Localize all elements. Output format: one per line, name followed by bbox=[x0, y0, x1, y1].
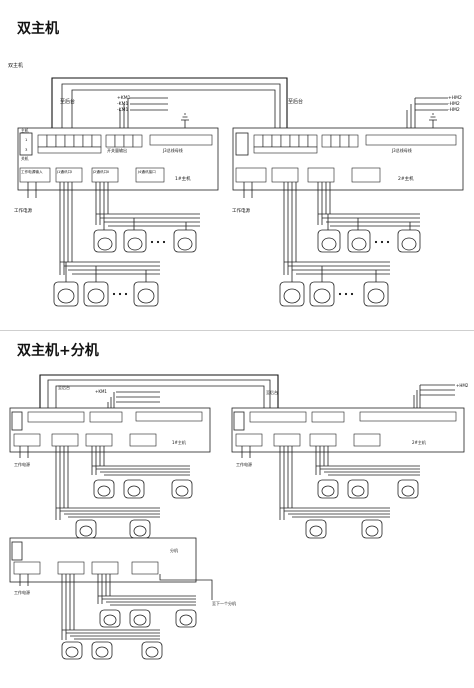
s2-host-name-left: 1#主机 bbox=[172, 439, 186, 445]
bus-row-1-right bbox=[318, 213, 420, 227]
side-label-4: 关机 bbox=[21, 156, 29, 161]
host-unit-right: 至后台 +HM2 -HM2 -HM2 J3总线母线 2#主机 工作电源 bbox=[232, 95, 464, 275]
side-label-1: 主机 bbox=[21, 128, 29, 133]
sensor-row-2-right bbox=[279, 262, 389, 307]
ground-icon bbox=[181, 113, 189, 121]
power-input-box-right bbox=[235, 167, 267, 183]
side-switch bbox=[19, 132, 33, 156]
power-feed bbox=[27, 182, 37, 198]
side-label-3: 3 bbox=[25, 147, 28, 152]
km-label-s2: +KM1 bbox=[95, 389, 107, 394]
channel-drop-ii bbox=[95, 182, 109, 225]
hm-label-s2: +HM2 bbox=[456, 383, 469, 388]
top-link-line-3 bbox=[71, 89, 276, 135]
bus-block-right bbox=[365, 134, 457, 146]
power-feed-right bbox=[243, 182, 253, 198]
channel-drop-i-right bbox=[283, 182, 297, 275]
section-title-dual-host: 双主机 bbox=[17, 21, 59, 37]
km-label-3: -KM1 bbox=[117, 107, 128, 113]
bus-label-right: J3总线母线 bbox=[391, 147, 412, 153]
side-label-2: 1 bbox=[25, 137, 28, 142]
to-next-slave: 至下一个分机 bbox=[212, 600, 236, 606]
ground-icon-right bbox=[429, 113, 437, 135]
relay-label: 至后台 bbox=[60, 98, 75, 105]
relay-label-right: 至后台 bbox=[288, 98, 303, 105]
port-i-label: J1通讯口I bbox=[56, 169, 72, 174]
port-ii-box-right bbox=[307, 167, 335, 183]
power-box-label: 工作电源输入 bbox=[21, 169, 43, 174]
channel-drop-ii-right bbox=[317, 182, 331, 225]
terminal-block bbox=[37, 134, 102, 148]
hm-label-2: -HM2 bbox=[448, 101, 460, 107]
sensor-row-2-left bbox=[53, 262, 159, 307]
top-link-line-2 bbox=[61, 83, 281, 135]
switch-output-block-right bbox=[321, 134, 359, 148]
side-switch-right bbox=[235, 132, 249, 156]
terminal-strip bbox=[37, 146, 102, 154]
section-divider bbox=[0, 330, 474, 331]
s2-host-right: 2#主机 工作电源 bbox=[231, 407, 465, 539]
diagram-caption: 双主机 bbox=[8, 62, 23, 69]
hm-lines bbox=[415, 97, 448, 111]
slave-power: 工作电源 bbox=[14, 589, 30, 595]
sensor-row-1-right bbox=[317, 214, 421, 253]
km-lines bbox=[130, 97, 168, 111]
terminal-block-right bbox=[253, 134, 318, 148]
section2-links: +HM2 +KM1 至后台 至后台 bbox=[39, 374, 469, 410]
top-link-line bbox=[51, 77, 288, 135]
power-input-box bbox=[19, 167, 51, 183]
s2-host-left: 1#主机 工作电源 bbox=[9, 407, 211, 539]
port-ii-label: J2通讯口II bbox=[92, 169, 109, 174]
port-iv-box-right bbox=[351, 167, 381, 183]
channel-drop-i bbox=[59, 182, 73, 275]
sensor-row-1-left bbox=[93, 214, 197, 253]
bus-row-2-right bbox=[284, 261, 390, 275]
hm-label-3: -HM2 bbox=[448, 107, 460, 113]
power-label: 工作电源 bbox=[14, 207, 32, 214]
host-unit-left: 至后台 +KM1 -KM1 -KM1 主机 1 3 关机 开关量输出 J bbox=[14, 77, 288, 275]
bus-label: J3总线母线 bbox=[162, 147, 183, 153]
switch-out-label: 开关量输出 bbox=[107, 147, 127, 153]
relay-label-s2-right: 至后台 bbox=[266, 389, 278, 395]
bus-block bbox=[149, 134, 213, 146]
host-name-left: 1#主机 bbox=[175, 175, 191, 182]
s2-slave-unit: 分机 工作电源 至下一个分机 bbox=[9, 537, 236, 660]
bus-row-1 bbox=[96, 213, 200, 227]
power-label-right: 工作电源 bbox=[232, 207, 250, 214]
s2-host-name-right: 2#主机 bbox=[412, 439, 426, 445]
s2-power-left: 工作电源 bbox=[14, 461, 30, 467]
switch-output-block bbox=[105, 134, 143, 148]
port-i-box bbox=[55, 167, 83, 183]
bus-row-2 bbox=[60, 261, 160, 275]
slave-name: 分机 bbox=[170, 547, 178, 553]
terminal-strip-right bbox=[253, 146, 318, 154]
hm-label-1: +HM2 bbox=[448, 95, 462, 101]
relay-label-s2: 至后台 bbox=[58, 384, 70, 390]
port-iv-box bbox=[135, 167, 165, 183]
port-iv-label: J4通讯接口 bbox=[137, 169, 156, 174]
port-i-box-right bbox=[271, 167, 299, 183]
host-name-right: 2#主机 bbox=[398, 175, 414, 182]
km-label-1: +KM1 bbox=[117, 95, 131, 101]
section-title-dual-host-slave: 双主机+分机 bbox=[17, 343, 99, 359]
km-label-2: -KM1 bbox=[117, 101, 128, 107]
s2-power-right: 工作电源 bbox=[236, 461, 252, 467]
port-ii-box bbox=[91, 167, 119, 183]
